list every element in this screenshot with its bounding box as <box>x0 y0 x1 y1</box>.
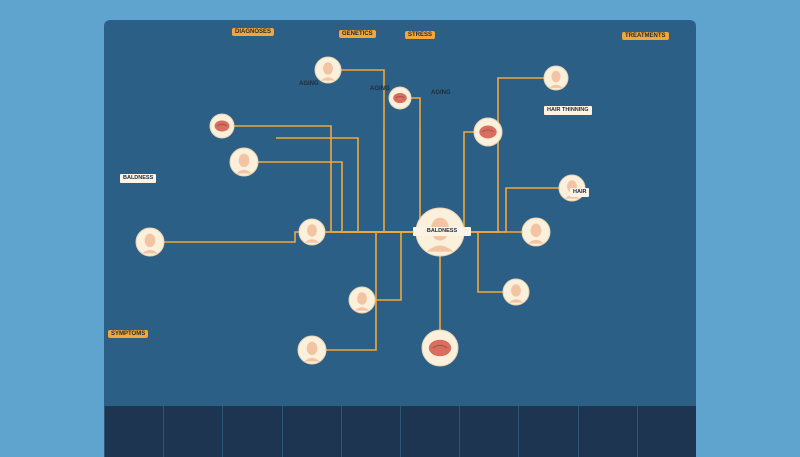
node-follicle-brain-fold <box>432 344 448 349</box>
tag-treatments: TREATMENTS <box>622 32 669 40</box>
connector-line-13 <box>440 77 556 233</box>
center-title: BALDNESS <box>413 227 471 236</box>
bottom-strip <box>104 406 696 457</box>
connector-line-14 <box>312 231 440 351</box>
node-face-h-face-icon <box>551 70 561 83</box>
bottom-strip-cell <box>400 406 460 457</box>
connector-line-3 <box>244 161 440 233</box>
bottom-strip-cell <box>222 406 282 457</box>
node-face-g-face-icon <box>511 284 521 297</box>
node-follicle-brain-icon <box>428 339 452 357</box>
tag-symptoms: SYMPTOMS <box>108 330 149 338</box>
node-face-h-shoulders <box>549 84 563 88</box>
node-face-b-face-icon <box>307 224 317 237</box>
label-hair-loss: HAIR <box>570 188 590 197</box>
bottom-strip-cell <box>636 406 696 457</box>
node-brain-a-brain-icon <box>393 92 407 104</box>
node-aging-face-icon <box>323 62 333 75</box>
node-brain-c-brain-icon <box>214 120 230 132</box>
node-aging-shoulders <box>320 77 336 81</box>
label-baldness-small: BALDNESS <box>120 174 157 183</box>
node-face-c-face-icon <box>144 233 156 248</box>
node-face-e-shoulders <box>528 239 544 244</box>
node-aging-label-3: AGING <box>431 90 451 96</box>
bottom-strip-cell <box>577 406 638 457</box>
node-brain-a-brain-fold <box>395 95 405 99</box>
bottom-strip-cell <box>163 406 223 457</box>
bottom-strip-cell <box>104 406 164 457</box>
node-face-d-face-icon <box>357 292 367 305</box>
node-aging-label: AGING <box>299 81 319 87</box>
bottom-strip-cell <box>459 406 519 457</box>
node-face-d-shoulders <box>354 307 370 311</box>
connector-line-5 <box>150 231 440 243</box>
node-face-e-face-icon <box>530 223 542 238</box>
node-face-g-shoulders <box>508 299 524 303</box>
node-face-a-face-icon <box>238 153 250 168</box>
bottom-strip-cell <box>518 406 578 457</box>
mind-map-board: BALDNESS AGING AGING AGING DIAGNOSES GEN… <box>104 20 696 457</box>
tag-genetics: GENETICS <box>339 30 376 38</box>
node-face-i-face-icon <box>306 341 318 356</box>
node-face-c-shoulders <box>142 249 158 254</box>
node-brain-c-brain-fold <box>216 123 228 127</box>
center-node-shoulders <box>426 245 454 252</box>
connector-lines <box>135 56 586 367</box>
tag-stress: STRESS <box>405 31 436 39</box>
connector-line-12 <box>222 125 440 233</box>
bottom-strip-cell <box>281 406 342 457</box>
bottom-strip-cell <box>340 406 401 457</box>
node-face-a-shoulders <box>236 169 252 174</box>
node-brain-b-brain-icon <box>479 125 497 139</box>
node-brain-b-brain-fold <box>482 129 494 133</box>
node-face-i-shoulders <box>304 357 320 362</box>
node-face-b-shoulders <box>304 239 320 243</box>
connector-line-0 <box>328 69 440 233</box>
tag-diagnoses: DIAGNOSES <box>232 28 275 36</box>
node-aging-label-2: AGING <box>370 86 390 92</box>
label-hair-thinning: HAIR THINNING <box>544 106 592 115</box>
connector-line-11 <box>276 137 440 233</box>
